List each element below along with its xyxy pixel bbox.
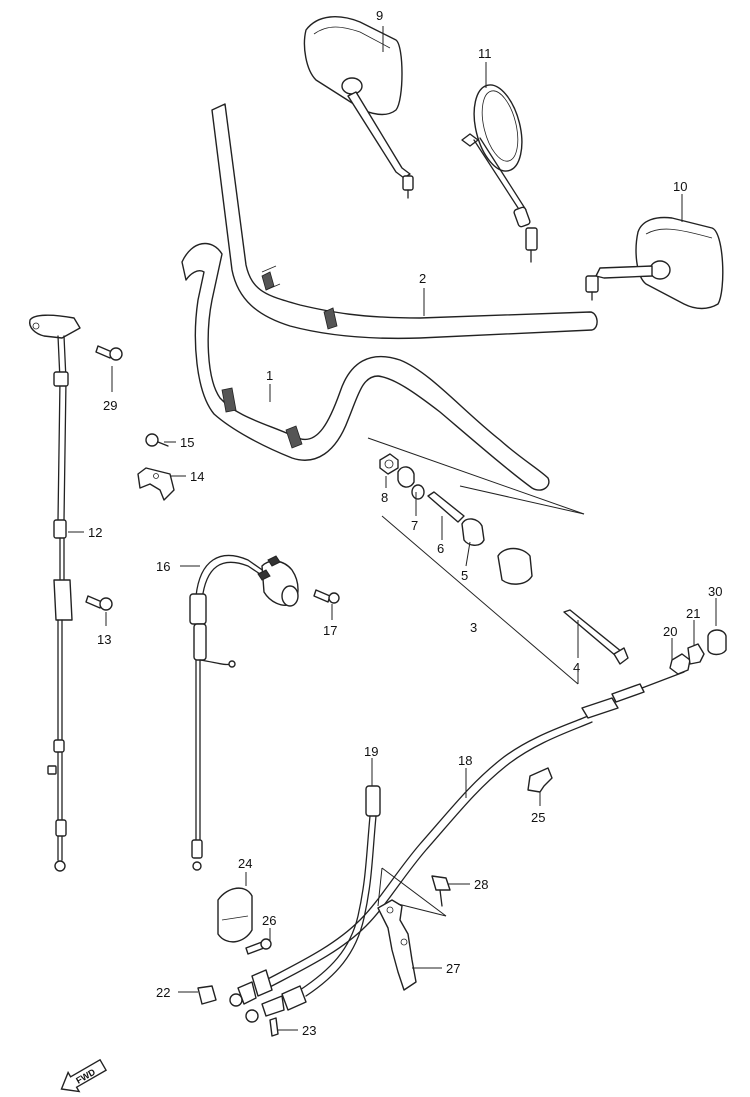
bushing-22 (197, 985, 217, 1005)
nut-20 (669, 653, 691, 675)
callout-28: 28 (474, 877, 488, 892)
mirror-11 (461, 84, 538, 263)
callout-27: 27 (446, 961, 460, 976)
handlebar-upper (211, 103, 598, 340)
fwd-arrow-icon: FWD (60, 1058, 108, 1093)
callout-25: 25 (531, 810, 545, 825)
mirror-9 (303, 16, 414, 199)
callout-16: 16 (156, 559, 170, 574)
leader-lines (68, 26, 717, 1031)
cap-30 (707, 629, 727, 656)
callout-23: 23 (302, 1023, 316, 1038)
callout-labels: 9 11 10 2 1 29 15 14 12 13 16 17 8 7 6 5… (88, 8, 722, 1038)
bracket-25 (527, 767, 553, 793)
switch-housing-24 (217, 887, 253, 943)
callout-22: 22 (156, 985, 170, 1000)
callout-30: 30 (708, 584, 722, 599)
callout-4: 4 (573, 660, 580, 675)
callout-10: 10 (673, 179, 687, 194)
callout-14: 14 (190, 469, 204, 484)
callout-21: 21 (686, 606, 700, 621)
callout-20: 20 (663, 624, 677, 639)
callout-3: 3 (470, 620, 477, 635)
callout-19: 19 (364, 744, 378, 759)
callout-17: 17 (323, 623, 337, 638)
mirror-10 (585, 216, 724, 310)
callout-9: 9 (376, 8, 383, 23)
callout-29: 29 (103, 398, 117, 413)
callout-11: 11 (478, 46, 492, 61)
callout-24: 24 (238, 856, 252, 871)
callout-12: 12 (88, 525, 102, 540)
screw-29 (95, 345, 123, 361)
screw-26 (245, 938, 272, 955)
callout-15: 15 (180, 435, 194, 450)
handlebar-lower (181, 242, 550, 491)
cable-19 (245, 785, 381, 1023)
bolt-28 (431, 875, 451, 907)
throttle-cable-16 (189, 555, 299, 871)
callout-26: 26 (262, 913, 276, 928)
clip-23 (269, 1017, 279, 1037)
callout-13: 13 (97, 632, 111, 647)
callout-7: 7 (411, 518, 418, 533)
callout-5: 5 (461, 568, 468, 583)
callout-2: 2 (419, 271, 426, 286)
screw-13 (85, 595, 113, 611)
balancer-assembly (367, 437, 629, 685)
bracket-27 (377, 867, 447, 991)
callout-6: 6 (437, 541, 444, 556)
clutch-cable-12 (29, 314, 81, 872)
clamp-14 (137, 467, 175, 501)
callout-1: 1 (266, 368, 273, 383)
callout-18: 18 (458, 753, 472, 768)
callout-8: 8 (381, 490, 388, 505)
nut-21 (687, 643, 705, 665)
brake-cable-18 (229, 671, 685, 1007)
screw-17 (313, 589, 340, 604)
screw-15 (145, 433, 169, 447)
